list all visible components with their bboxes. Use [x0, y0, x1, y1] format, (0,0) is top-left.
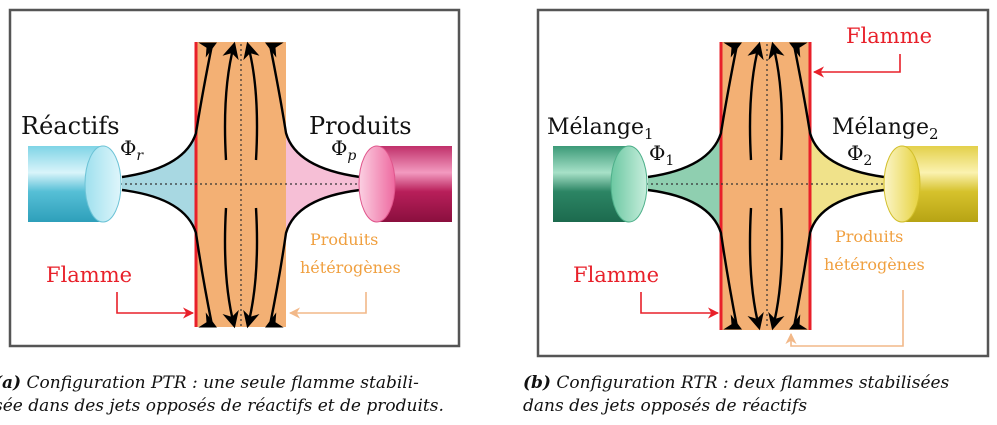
reactants-nozzle — [28, 145, 122, 223]
jet-boundary — [121, 44, 214, 179]
jet-boundary — [647, 188, 739, 328]
caption-b-line1: Configuration RTR : deux flammes stabili… — [556, 373, 950, 393]
flame-label-a: Flamme — [46, 263, 132, 287]
mix2-jet-region — [810, 133, 884, 233]
streamline-arrow — [198, 42, 218, 58]
panel-b: Mélange1 Mélange2 Φ1 Φ2 Flamme Flamme Pr… — [536, 8, 990, 358]
phi-p-label: Φp — [331, 136, 356, 164]
hetero-pointer-arrow-a — [288, 292, 367, 319]
panel-a: Réactifs Produits Φr Φp Flamme Produits … — [8, 8, 461, 348]
jet-boundary — [647, 44, 739, 179]
flame-pointer-arrow-b-top — [812, 54, 901, 78]
phi-2-label: Φ2 — [847, 141, 872, 169]
heterogeneous-products-line2-b: hétérogènes — [824, 255, 925, 274]
streamline-arrow — [747, 41, 764, 161]
streamline-arrow — [723, 314, 743, 330]
mix2-nozzle — [883, 145, 978, 223]
jet-boundary — [792, 188, 885, 328]
caption-b-tag: (b) — [523, 373, 551, 393]
flame-zone — [721, 42, 810, 330]
streamline-arrow — [264, 42, 284, 58]
heterogeneous-products-line1-a: Produits — [310, 230, 378, 249]
caption-a-line2: sée dans des jets opposés de réactifs et… — [0, 396, 444, 416]
caption-a: (a) Configuration PTR : une seule flamme… — [0, 372, 484, 418]
jet-boundary — [121, 188, 214, 326]
mix1-nozzle — [553, 145, 648, 223]
caption-a-line1: Configuration PTR : une seule flamme sta… — [26, 373, 419, 393]
streamline-arrow — [747, 207, 764, 331]
jet-boundary — [268, 44, 361, 179]
mix2-label: Mélange2 — [832, 115, 939, 143]
heterogeneous-products-line1-b: Produits — [835, 227, 903, 246]
jet-boundary — [268, 188, 361, 326]
streamline-arrow — [243, 41, 260, 161]
jet-boundary — [792, 44, 885, 179]
streamline-arrow — [788, 314, 808, 330]
reactants-label: Réactifs — [21, 112, 120, 140]
hetero-pointer-arrow-b — [785, 290, 904, 347]
streamline-arrow — [768, 41, 785, 161]
mix1-label: Mélange1 — [547, 115, 654, 143]
streamline-arrow — [222, 207, 239, 329]
caption-b: (b) Configuration RTR : deux flammes sta… — [523, 372, 993, 418]
streamline-arrow — [222, 41, 239, 161]
streamline-arrow — [788, 42, 808, 58]
streamline-arrow — [723, 42, 743, 58]
streamline-arrow — [264, 312, 284, 328]
streamline-arrow — [243, 207, 260, 329]
caption-b-line2: dans des jets opposés de réactifs — [523, 396, 808, 416]
streamline-arrow — [198, 312, 218, 328]
flame-pointer-arrow-b-bottom — [640, 292, 720, 319]
flame-pointer-arrow-a — [116, 292, 195, 319]
caption-a-tag: (a) — [0, 373, 22, 393]
products-label: Produits — [309, 112, 412, 140]
flame-label-b-bottom: Flamme — [573, 263, 659, 287]
streamline-arrow — [768, 207, 785, 331]
products-nozzle — [358, 145, 452, 223]
phi-1-label: Φ1 — [649, 141, 674, 169]
products-jet-region — [286, 133, 360, 233]
flame-label-b-top: Flamme — [846, 24, 932, 48]
heterogeneous-products-line2-a: hétérogènes — [300, 258, 401, 277]
phi-r-label: Φr — [120, 136, 144, 164]
